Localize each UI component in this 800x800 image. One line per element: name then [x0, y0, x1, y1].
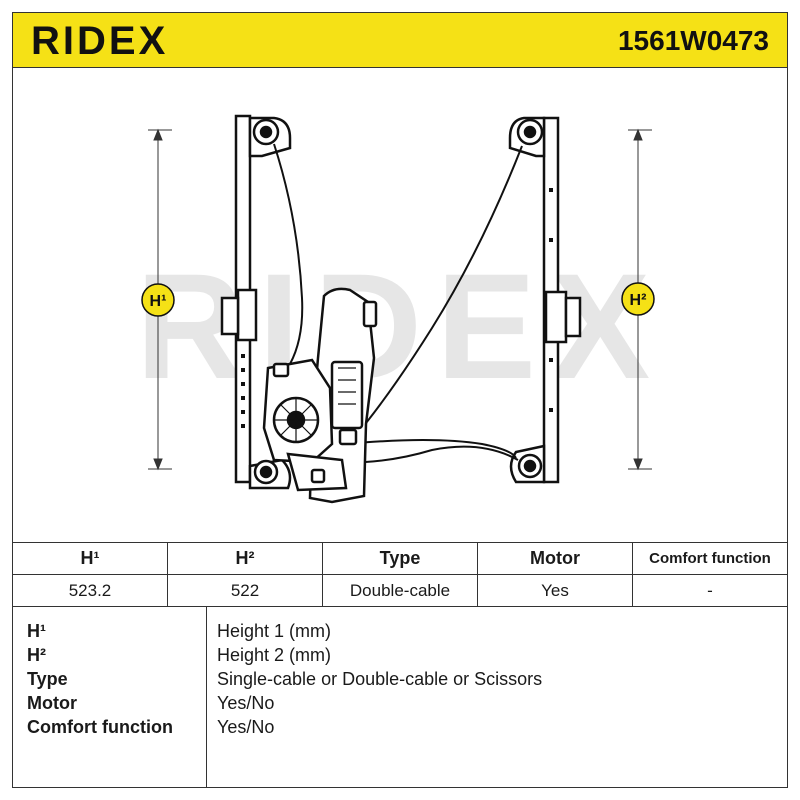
spec-value-row: 523.2 522 Double-cable Yes -	[12, 574, 788, 607]
legend-item: Type Single-cable or Double-cable or Sci…	[13, 667, 789, 691]
spec-header-type: Type	[322, 542, 478, 575]
h1-badge: H¹	[141, 283, 175, 317]
legend-value: Yes/No	[217, 693, 275, 713]
legend-key: H²	[27, 645, 46, 665]
spec-header-motor: Motor	[477, 542, 633, 575]
legend-item: Motor Yes/No	[13, 691, 789, 715]
spec-value-comfort: -	[632, 574, 788, 607]
window-regulator-diagram: RIDEX H¹ H²	[12, 68, 788, 542]
spec-table: H¹ H² Type Motor Comfort function 523.2 …	[12, 542, 788, 607]
legend-key: Motor	[27, 693, 77, 713]
legend-key: Type	[27, 669, 68, 689]
legend-value: Yes/No	[217, 717, 275, 737]
spec-header-comfort: Comfort function	[632, 542, 788, 575]
legend-item: H¹ Height 1 (mm)	[13, 619, 789, 643]
h1-badge-label: H¹	[150, 293, 167, 310]
spec-value-motor: Yes	[477, 574, 633, 607]
legend-divider	[206, 607, 207, 787]
legend-key: Comfort function	[27, 717, 173, 737]
part-number: 1561W0473	[617, 25, 769, 56]
legend-item: H² Height 2 (mm)	[13, 643, 789, 667]
spec-header-row: H¹ H² Type Motor Comfort function	[12, 542, 788, 575]
left-rail	[220, 114, 292, 490]
watermark-text: RIDEX	[136, 242, 664, 410]
legend-value: Single-cable or Double-cable or Scissors	[217, 669, 543, 689]
right-rail	[508, 116, 582, 484]
spec-header-h1: H¹	[12, 542, 168, 575]
legend-key: H¹	[27, 621, 46, 641]
spec-value-type: Double-cable	[322, 574, 478, 607]
spec-value-h1: 523.2	[12, 574, 168, 607]
spec-value-h2: 522	[167, 574, 323, 607]
spec-header-h2: H²	[167, 542, 323, 575]
right-rail-holes	[549, 188, 553, 412]
legend-value: Height 2 (mm)	[217, 645, 332, 665]
legend-box: H¹ Height 1 (mm) H² Height 2 (mm) Type S…	[12, 606, 788, 788]
h2-badge-label: H²	[630, 292, 647, 309]
legend-value: Height 1 (mm)	[217, 621, 332, 641]
header-bar: RIDEX 1561W0473	[12, 12, 788, 68]
brand-logo: RIDEX	[31, 19, 169, 63]
h2-badge: H²	[621, 282, 655, 316]
left-rail-holes	[241, 354, 245, 428]
legend-item: Comfort function Yes/No	[13, 715, 789, 739]
motor-assembly	[262, 287, 378, 504]
